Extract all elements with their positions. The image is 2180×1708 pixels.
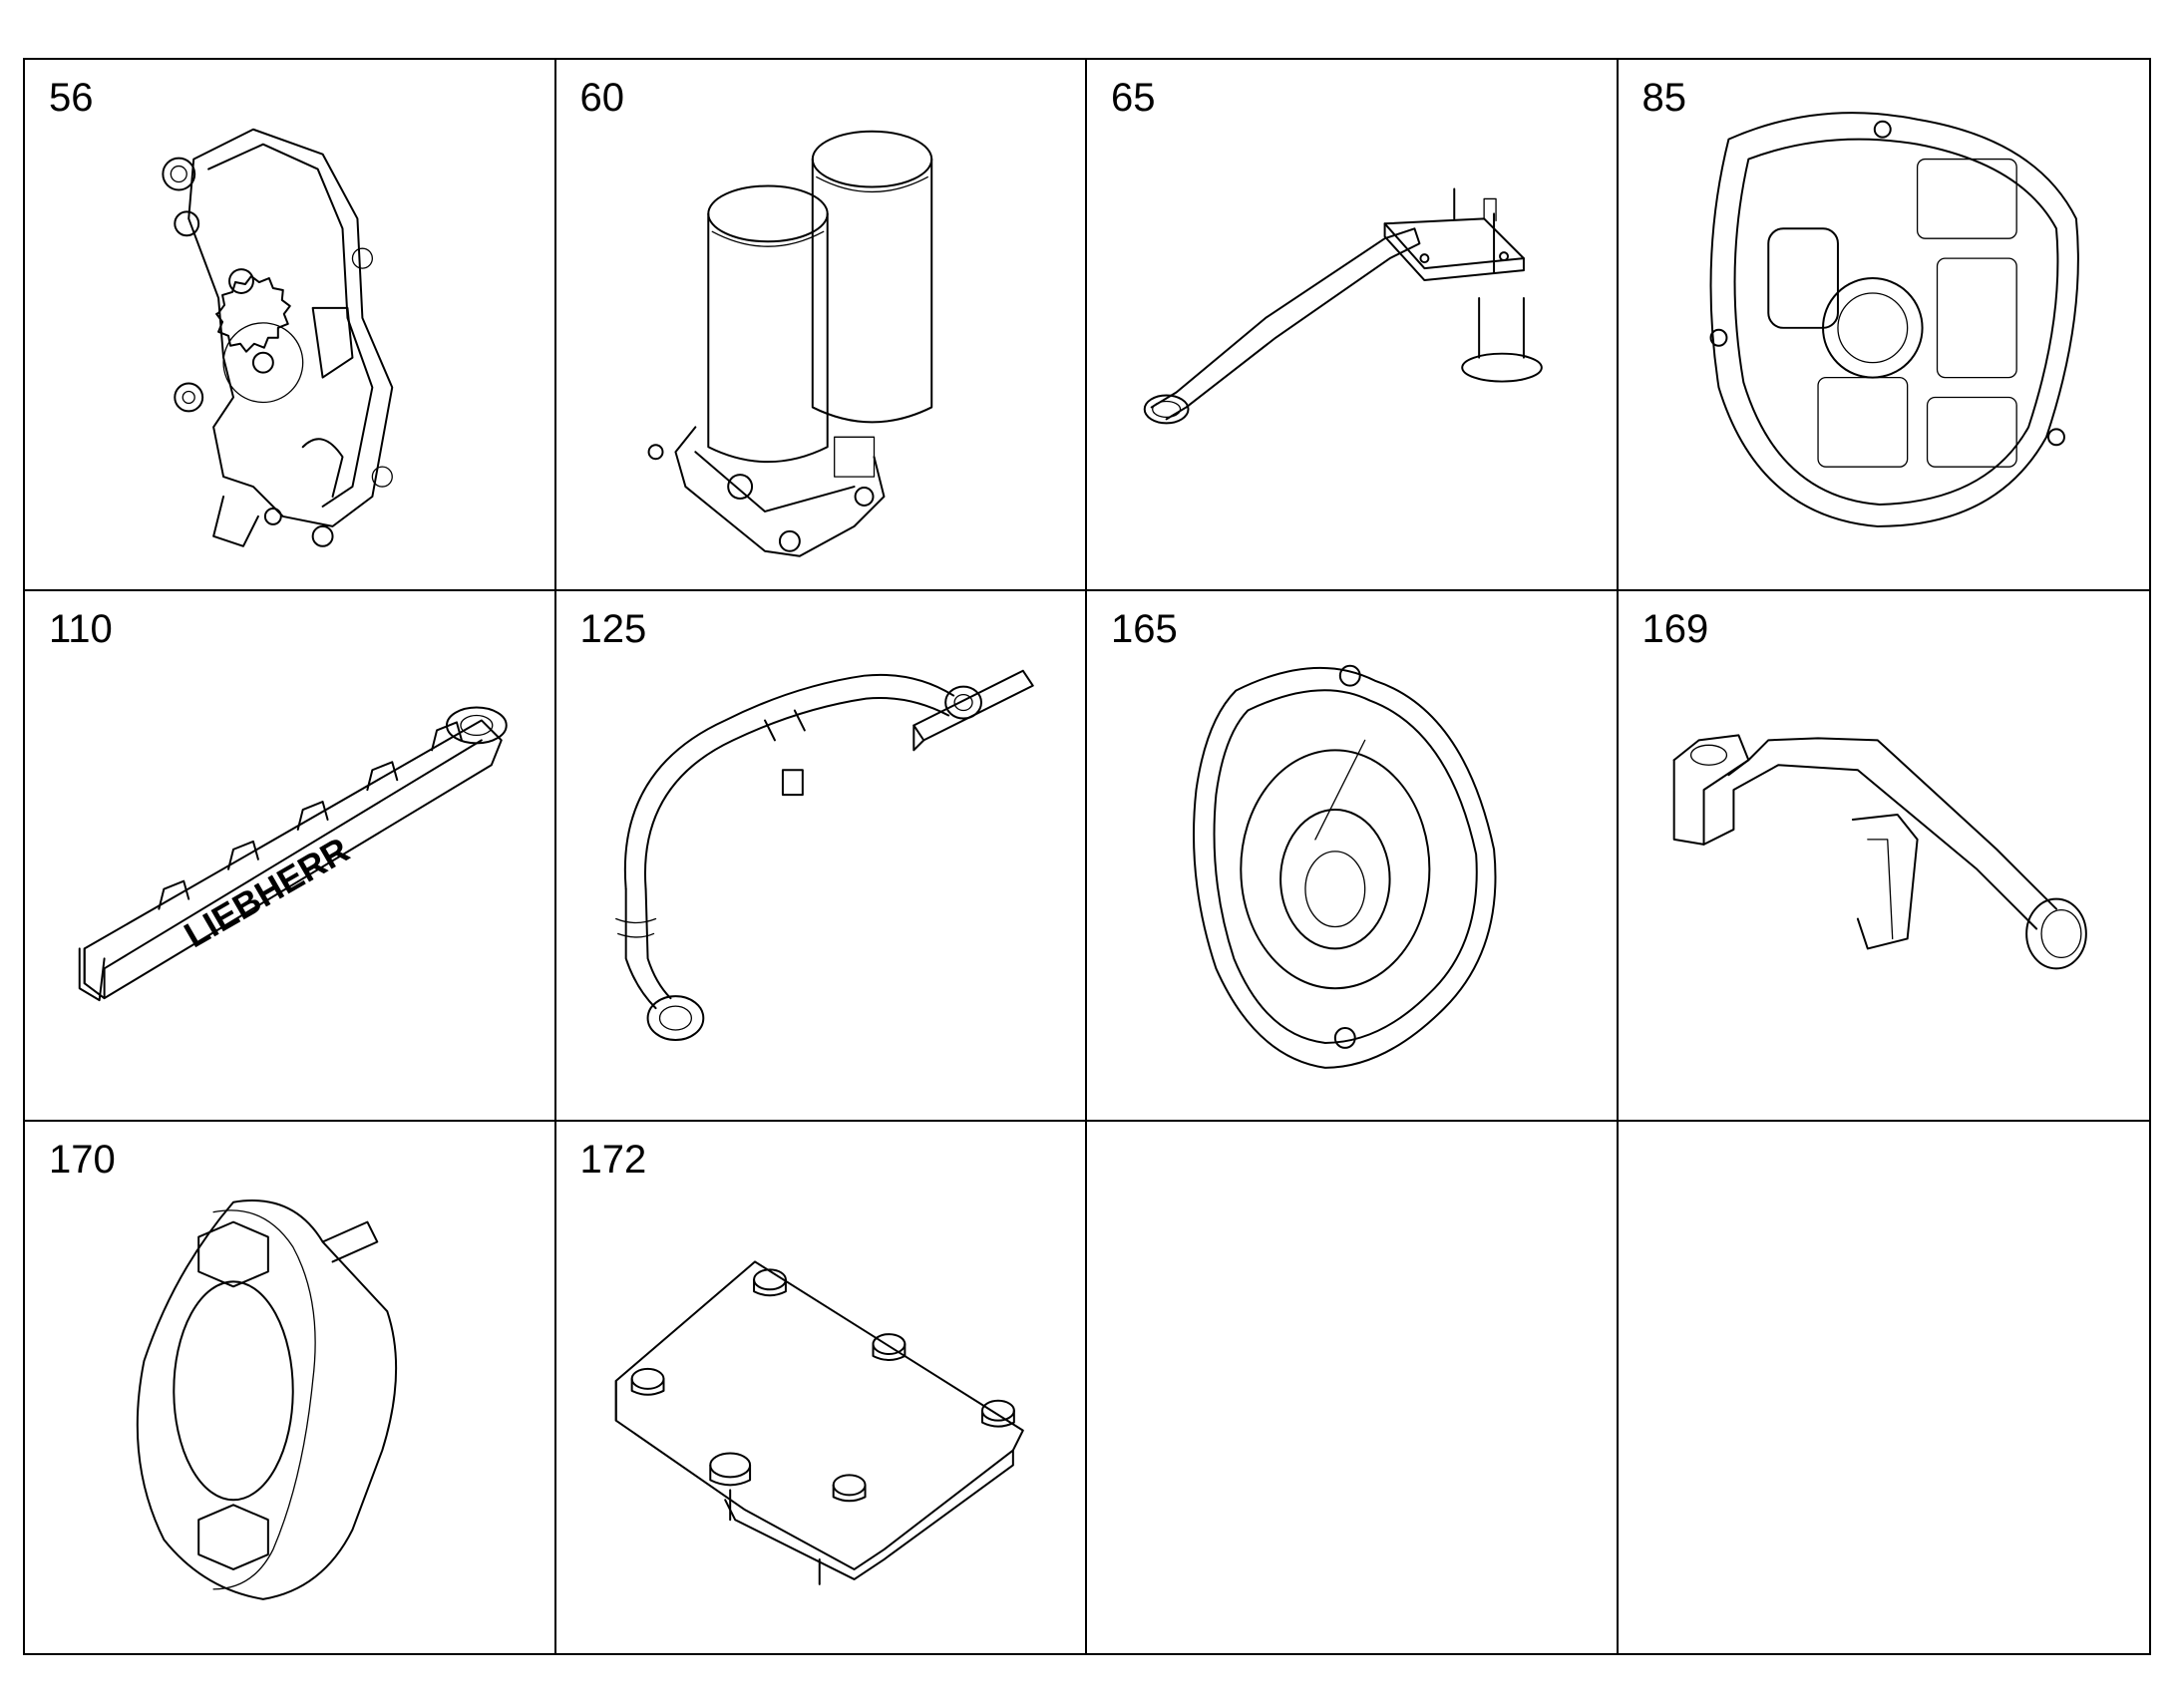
- elbow-pipe-drawing: [1672, 734, 2087, 969]
- part-cell-125[interactable]: 125: [555, 590, 1087, 1123]
- part-number: 165: [1111, 606, 1178, 651]
- empty-cell: [1619, 1122, 2150, 1653]
- part-cell-172[interactable]: 172: [556, 1122, 1087, 1653]
- cover-plate-drawing: [1709, 112, 2079, 527]
- double-filter-drawing: [647, 130, 932, 557]
- parts-grid: 56 60: [23, 58, 2151, 1655]
- manifold-drawing: LIEBHERR: [78, 706, 508, 1001]
- housing-cover-drawing: [1193, 664, 1497, 1069]
- part-cell-60[interactable]: 60: [555, 60, 1087, 591]
- part-cell-170[interactable]: 170: [25, 1122, 556, 1653]
- part-number: 85: [1641, 76, 1687, 120]
- oil-pump-drawing: [162, 128, 394, 547]
- part-number: 65: [1111, 76, 1156, 120]
- part-number: 172: [579, 1138, 647, 1183]
- part-cell-85[interactable]: 85: [1618, 60, 2149, 591]
- bent-pipe-drawing: [614, 669, 1034, 1041]
- flange-drawing: [136, 1199, 398, 1601]
- part-number: 169: [1641, 606, 1709, 651]
- part-number: 60: [579, 76, 625, 120]
- part-number: 56: [49, 76, 94, 120]
- part-cell-165[interactable]: 165: [1087, 590, 1619, 1123]
- part-cell-56[interactable]: 56: [25, 60, 556, 591]
- part-cell-110[interactable]: 110 LIEBHERR: [25, 590, 556, 1123]
- empty-cell: [1087, 1122, 1619, 1653]
- part-number: 125: [579, 606, 647, 651]
- part-number: 110: [49, 606, 113, 651]
- suction-pipe-drawing: [1143, 187, 1543, 425]
- part-number: 170: [49, 1138, 116, 1183]
- part-cell-65[interactable]: 65: [1087, 60, 1619, 591]
- manifold-logo-text: LIEBHERR: [178, 830, 356, 955]
- bolted-plate-drawing: [614, 1260, 1024, 1586]
- part-cell-169[interactable]: 169: [1618, 591, 2149, 1123]
